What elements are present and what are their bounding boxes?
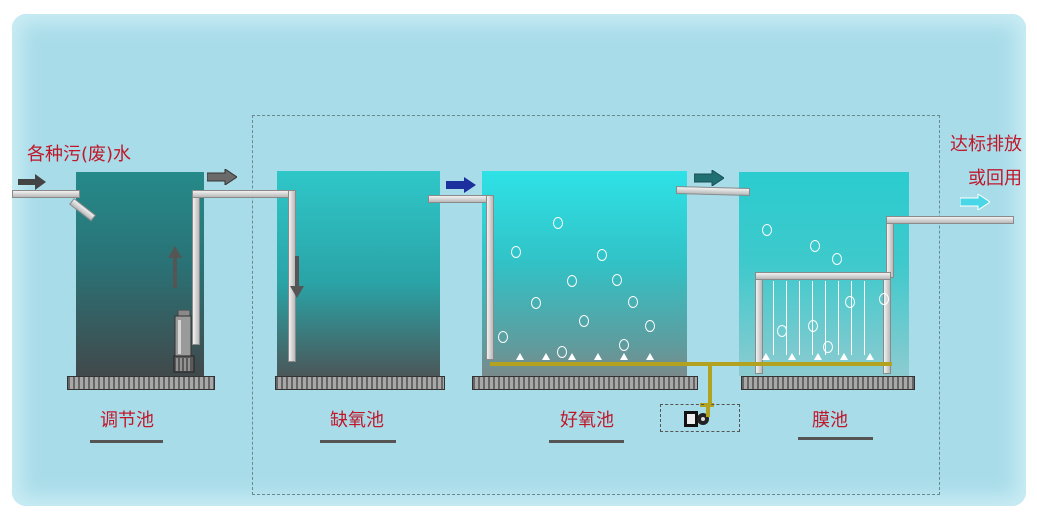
submersible-pump-icon — [173, 310, 195, 373]
arrow-right-icon — [207, 169, 237, 185]
label-underline — [320, 440, 396, 443]
bubble — [808, 320, 818, 332]
bubble — [879, 293, 889, 305]
aeration-header-pipe — [490, 362, 892, 366]
bubble — [628, 296, 638, 308]
equalization-tank-base — [67, 376, 215, 390]
membrane-fiber — [812, 281, 813, 355]
tank-label-membrane: 膜池 — [812, 410, 848, 431]
diffuser-icon — [620, 353, 628, 360]
treatment-unit-boundary — [252, 115, 940, 495]
diffuser-icon — [594, 353, 602, 360]
outlet-label-line2: 或回用 — [968, 168, 1022, 189]
bubble — [762, 224, 772, 236]
bubble — [832, 253, 842, 265]
inlet-label: 各种污(废)水 — [27, 144, 132, 165]
aerobic-tank-base — [472, 376, 698, 390]
outlet-pipe — [886, 216, 1014, 224]
bubble — [823, 341, 833, 353]
diffuser-icon — [516, 353, 524, 360]
bubble — [567, 275, 577, 287]
transfer-pipe-1 — [192, 190, 296, 198]
bubble — [810, 240, 820, 252]
bubble — [645, 320, 655, 332]
arrow-down-icon — [290, 256, 304, 298]
transfer-pipe-2 — [428, 195, 494, 203]
membrane-fiber — [864, 281, 865, 355]
membrane-tank-base — [741, 376, 915, 390]
inlet-pipe — [12, 190, 80, 198]
membrane-fiber — [851, 281, 852, 355]
diffuser-icon — [814, 353, 822, 360]
arrow-right-icon — [960, 194, 990, 210]
diffuser-icon — [788, 353, 796, 360]
diffuser-icon — [542, 353, 550, 360]
bubble — [612, 274, 622, 286]
permeate-riser-pipe — [886, 218, 894, 278]
membrane-fiber — [825, 281, 826, 355]
blower-icon — [684, 403, 710, 427]
diffuser-icon — [646, 353, 654, 360]
bubble — [777, 325, 787, 337]
tank-label-aerobic: 好氧池 — [560, 410, 614, 431]
label-underline — [549, 440, 624, 443]
aerobic-downcomer-pipe — [486, 195, 494, 360]
diffuser-icon — [762, 353, 770, 360]
bubble — [553, 217, 563, 229]
bubble — [498, 331, 508, 343]
aerobic-tank — [482, 171, 687, 376]
bubble — [619, 339, 629, 351]
bubble — [531, 297, 541, 309]
membrane-fiber — [799, 281, 800, 355]
diffuser-icon — [840, 353, 848, 360]
arrow-up-icon — [168, 246, 182, 288]
air-supply-riser — [708, 362, 712, 406]
membrane-header — [755, 272, 891, 280]
anoxic-tank-base — [275, 376, 445, 390]
arrow-right-icon — [446, 177, 476, 193]
diffuser-icon — [568, 353, 576, 360]
membrane-fiber — [773, 281, 774, 355]
membrane-fiber — [838, 281, 839, 355]
tank-label-anoxic: 缺氧池 — [330, 410, 384, 431]
membrane-frame-right — [883, 272, 891, 374]
arrow-right-icon — [18, 174, 46, 190]
arrow-right-icon — [694, 170, 724, 186]
diffuser-icon — [866, 353, 874, 360]
label-underline — [798, 437, 873, 440]
blower-box — [660, 404, 740, 432]
outlet-label-line1: 达标排放 — [950, 134, 1022, 155]
anoxic-tank — [277, 171, 440, 376]
bubble — [557, 346, 567, 358]
label-underline — [90, 440, 163, 443]
bubble — [845, 296, 855, 308]
membrane-fiber — [786, 281, 787, 355]
bubble — [579, 315, 589, 327]
tank-label-equalization: 调节池 — [100, 410, 154, 431]
bubble — [597, 249, 607, 261]
bubble — [511, 246, 521, 258]
